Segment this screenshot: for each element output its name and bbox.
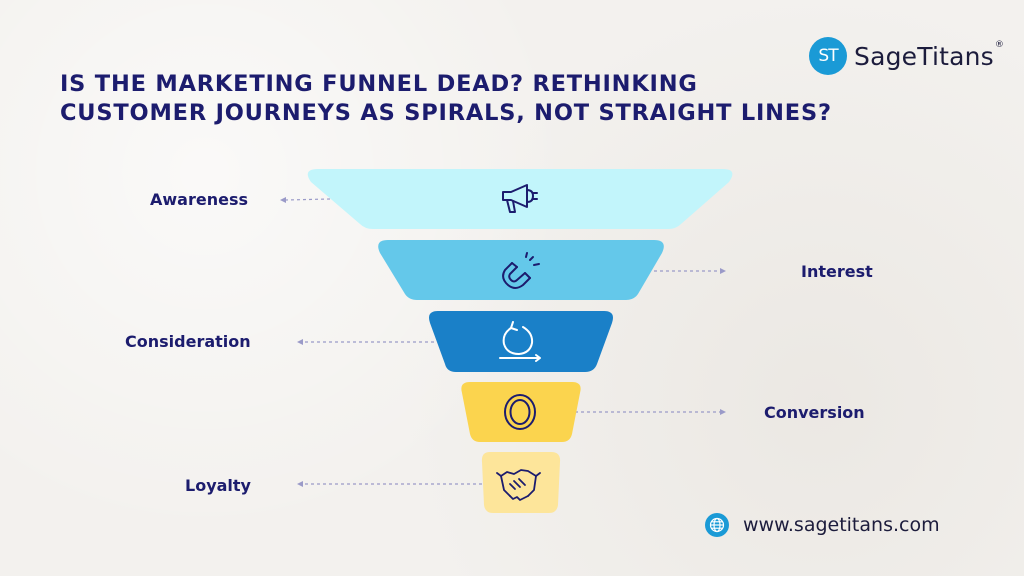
coin-icon [504, 394, 536, 430]
brand-name: SageTitans® [854, 39, 1005, 71]
website-row: www.sagetitans.com [705, 513, 940, 537]
page-title: Is the Marketing Funnel Dead? Rethinking… [60, 70, 860, 128]
funnel-segment-interest [378, 240, 664, 300]
stage-label-conversion: Conversion [764, 403, 865, 422]
brand-logo: ST SageTitans® [809, 36, 1004, 76]
stage-label-awareness: Awareness [150, 190, 248, 209]
connector-awareness [284, 198, 331, 201]
stage-label-interest: Interest [801, 262, 873, 281]
title-line-1: Is the Marketing Funnel Dead? Rethinking [60, 71, 698, 97]
funnel-segment-awareness [307, 169, 733, 229]
arrowhead-awareness [280, 197, 286, 203]
arrowhead-interest [720, 268, 726, 274]
stage-label-loyalty: Loyalty [185, 476, 251, 495]
stage-label-consideration: Consideration [125, 332, 251, 351]
arrowhead-consideration [297, 339, 303, 345]
arrowhead-conversion [720, 409, 726, 415]
arrowhead-loyalty [297, 481, 303, 487]
handshake-icon [496, 469, 541, 501]
funnel-segment-loyalty [481, 452, 561, 513]
funnel-segment-consideration [429, 311, 613, 372]
website-url[interactable]: www.sagetitans.com [743, 514, 940, 536]
globe-icon [705, 513, 729, 537]
title-line-2: Customer Journeys as Spirals, Not Straig… [60, 100, 832, 126]
megaphone-icon [502, 184, 538, 213]
registered-mark: ® [994, 39, 1005, 50]
brand-name-text: SageTitans [854, 41, 994, 71]
magnet-icon [502, 252, 540, 289]
cycle-icon [499, 321, 541, 362]
brand-mark: ST [809, 37, 847, 75]
funnel-segment-conversion [461, 382, 581, 442]
